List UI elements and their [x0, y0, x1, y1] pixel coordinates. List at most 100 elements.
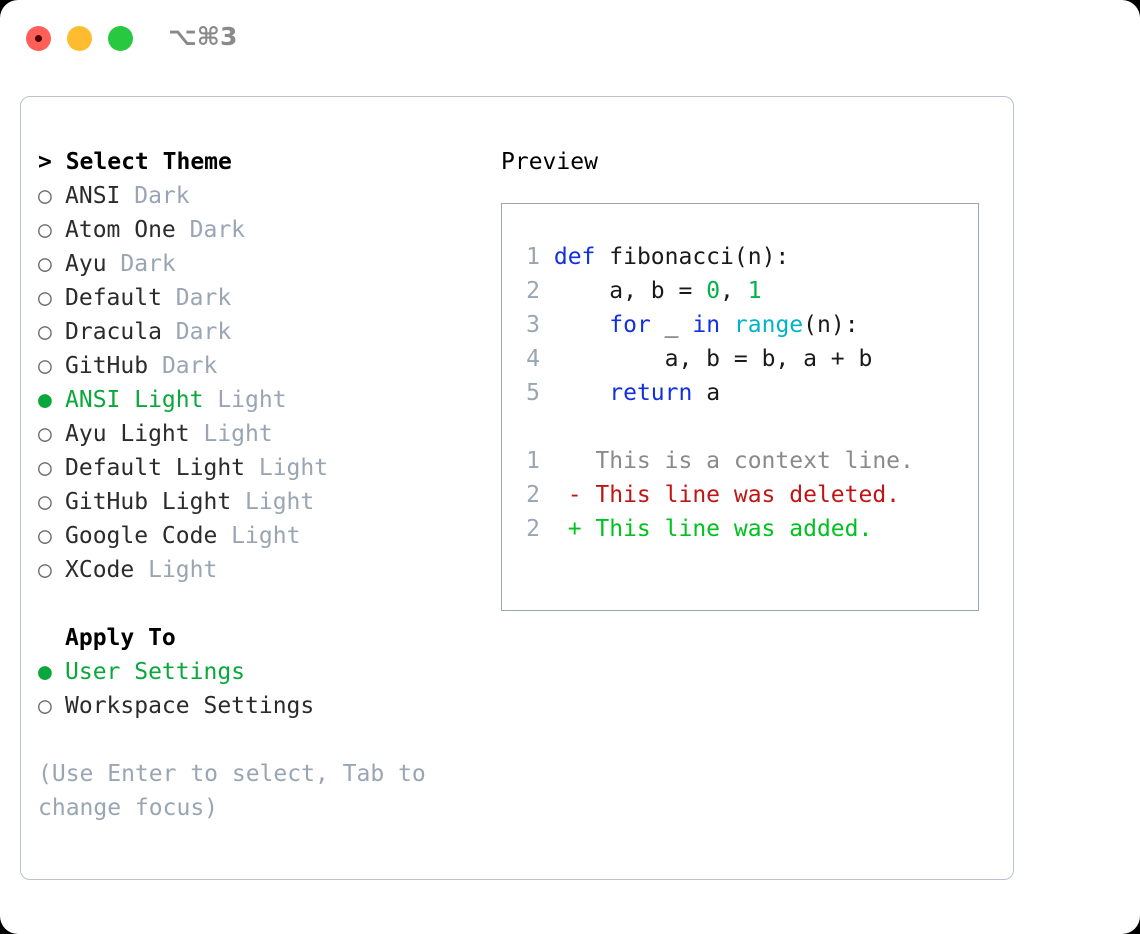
page-title: > Select Theme [38, 149, 232, 175]
code-diff-gap [512, 410, 978, 444]
theme-list-item[interactable]: ○ Google Code Light [38, 519, 498, 553]
line-number: 4 [526, 346, 540, 372]
code-token: fibonacci(n): [609, 244, 790, 270]
theme-list-item[interactable]: ○ GitHub Dark [38, 349, 498, 383]
theme-kind-label: Light [134, 557, 218, 583]
theme-list-item[interactable]: ○ Default Light Light [38, 451, 498, 485]
diff-line-number: 2 [526, 482, 540, 508]
theme-list-item[interactable]: ○ Ayu Light Light [38, 417, 498, 451]
theme-kind-label: Light [231, 489, 315, 515]
line-number: 3 [526, 312, 540, 338]
radio-unselected-icon[interactable]: ○ [38, 251, 66, 277]
apply-to-label: User Settings [65, 659, 246, 685]
apply-to-item[interactable]: ○ Workspace Settings [38, 689, 498, 723]
theme-list-item[interactable]: ○ XCode Light [38, 553, 498, 587]
code-token: return [609, 380, 693, 406]
diff-line: 2 + This line was added. [512, 512, 978, 546]
line-number: 2 [526, 278, 540, 304]
theme-name: ANSI [65, 183, 121, 209]
radio-unselected-icon[interactable]: ○ [38, 353, 66, 379]
theme-name: Default Light [65, 455, 246, 481]
radio-selected-icon[interactable]: ● [38, 387, 66, 413]
radio-unselected-icon[interactable]: ○ [38, 421, 66, 447]
radio-unselected-icon[interactable]: ○ [38, 455, 66, 481]
apply-to-label: Workspace Settings [65, 693, 315, 719]
theme-list-item[interactable]: ○ Ayu Dark [38, 247, 498, 281]
theme-list[interactable]: ○ ANSI Dark○ Atom One Dark○ Ayu Dark○ De… [38, 179, 498, 587]
theme-kind-label: Dark [106, 251, 176, 277]
line-number: 5 [526, 380, 540, 406]
line-number: 1 [526, 244, 540, 270]
theme-kind-label: Dark [161, 319, 232, 345]
code-line: 2 a, b = 0, 1 [512, 274, 978, 308]
code-token: a, b = [553, 278, 707, 304]
diff-preview: 1 This is a context line.2 - This line w… [512, 444, 978, 546]
theme-list-item[interactable]: ○ Atom One Dark [38, 213, 498, 247]
hint-spacer [38, 723, 498, 757]
diff-line-number: 1 [526, 448, 540, 474]
apply-to-header-indent [38, 621, 65, 655]
radio-unselected-icon[interactable]: ○ [38, 489, 66, 515]
code-token: _ [650, 312, 693, 338]
code-token: a, b = b, a + b [553, 346, 873, 372]
radio-unselected-icon[interactable]: ○ [38, 523, 66, 549]
theme-name: GitHub [65, 353, 149, 379]
theme-name: XCode [65, 557, 135, 583]
code-token [554, 380, 609, 406]
code-token: for [609, 312, 651, 338]
theme-name: Ayu Light [65, 421, 190, 447]
theme-kind-label: Dark [175, 217, 246, 243]
radio-unselected-icon[interactable]: ○ [38, 557, 66, 583]
apply-to-item[interactable]: ● User Settings [38, 655, 498, 689]
theme-name: GitHub Light [65, 489, 232, 515]
diff-line: 1 This is a context line. [512, 444, 978, 478]
radio-unselected-icon[interactable]: ○ [38, 217, 66, 243]
theme-kind-label: Light [245, 455, 329, 481]
minimize-button[interactable] [67, 26, 92, 51]
theme-name: Atom One [65, 217, 176, 243]
theme-name: Default [65, 285, 162, 311]
diff-line-text: + This line was added. [540, 516, 873, 542]
theme-name: Dracula [65, 319, 162, 345]
radio-unselected-icon[interactable]: ○ [38, 319, 66, 345]
theme-kind-label: Light [203, 387, 287, 413]
theme-selector-column: > Select Theme ○ ANSI Dark○ Atom One Dar… [38, 145, 498, 825]
theme-list-item[interactable]: ○ ANSI Dark [38, 179, 498, 213]
code-token: a [692, 380, 721, 406]
maximize-button[interactable] [108, 26, 133, 51]
theme-kind-label: Light [189, 421, 273, 447]
radio-unselected-icon[interactable]: ○ [38, 693, 66, 719]
code-line: 1 def fibonacci(n): [512, 240, 978, 274]
code-line: 4 a, b = b, a + b [512, 342, 978, 376]
title-bar: ⌥⌘3 [0, 0, 1140, 76]
code-token: 0 [706, 278, 721, 304]
code-token [720, 312, 734, 338]
preview-column: Preview 1 def fibonacci(n):2 a, b = 0, 1… [501, 145, 1001, 611]
close-button[interactable] [26, 26, 51, 51]
theme-kind-label: Light [217, 523, 301, 549]
apply-to-list[interactable]: ● User Settings○ Workspace Settings [38, 655, 498, 723]
theme-list-item[interactable]: ○ GitHub Light Light [38, 485, 498, 519]
code-token: , [720, 278, 748, 304]
diff-line-number: 2 [526, 516, 540, 542]
theme-list-item[interactable]: ● ANSI Light Light [38, 383, 498, 417]
preview-title: Preview [501, 149, 598, 175]
radio-unselected-icon[interactable]: ○ [38, 183, 66, 209]
code-token: 1 [747, 278, 762, 304]
code-token: (n): [803, 312, 859, 338]
theme-list-item[interactable]: ○ Default Dark [38, 281, 498, 315]
theme-kind-label: Dark [161, 285, 232, 311]
theme-list-item[interactable]: ○ Dracula Dark [38, 315, 498, 349]
radio-unselected-icon[interactable]: ○ [38, 285, 66, 311]
code-token: in [692, 312, 721, 338]
code-line: 5 return a [512, 376, 978, 410]
code-line: 3 for _ in range(n): [512, 308, 978, 342]
theme-kind-label: Dark [148, 353, 218, 379]
main-panel: > Select Theme ○ ANSI Dark○ Atom One Dar… [20, 96, 1014, 880]
apply-to-header: Apply To [38, 621, 498, 655]
keyboard-shortcut-label: ⌥⌘3 [168, 22, 238, 51]
list-spacer [38, 587, 498, 621]
radio-selected-icon[interactable]: ● [38, 659, 66, 685]
